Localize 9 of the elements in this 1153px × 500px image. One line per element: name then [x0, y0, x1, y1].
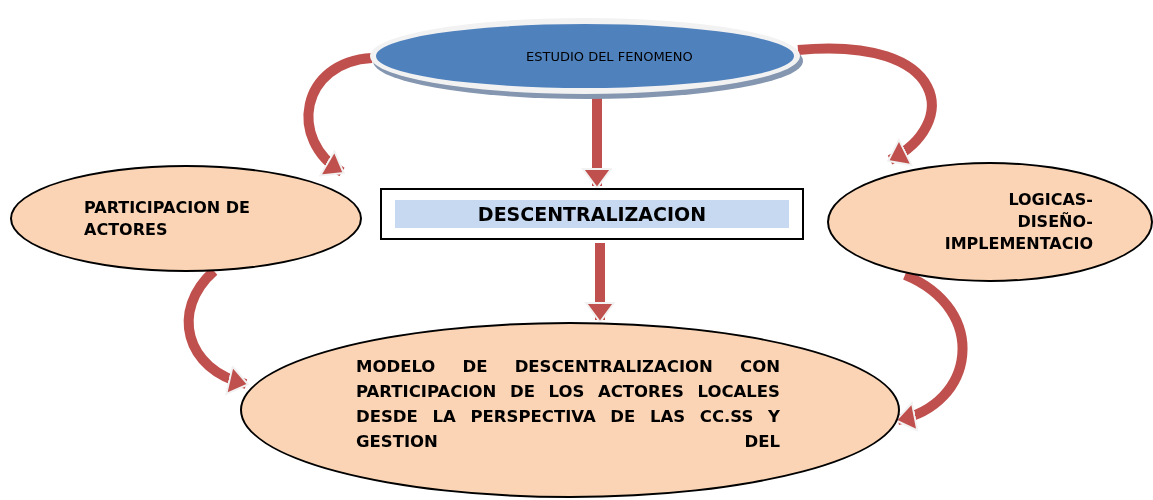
- concept-box: [380, 188, 804, 240]
- node-label: MODELO DE DESCENTRALIZACION CON PARTICIPACION DE LOS ACTORES LOCALES DESDE LA PERSPECTIVA DE LAS CC.SS Y GESTION DEL: [356, 356, 780, 453]
- node-label: ESTUDIO DEL FENOMENO: [525, 48, 693, 67]
- curved-arrow: [585, 243, 615, 323]
- node-label: PARTICIPACION DE ACTORES: [84, 196, 251, 241]
- curved-arrow: [582, 98, 612, 189]
- node-label: DESCENTRALIZACION: [477, 201, 707, 227]
- node-label: LOGICAS- DISEÑO- IMPLEMENTACIO: [943, 189, 1093, 255]
- curved-arrow: [797, 43, 937, 165]
